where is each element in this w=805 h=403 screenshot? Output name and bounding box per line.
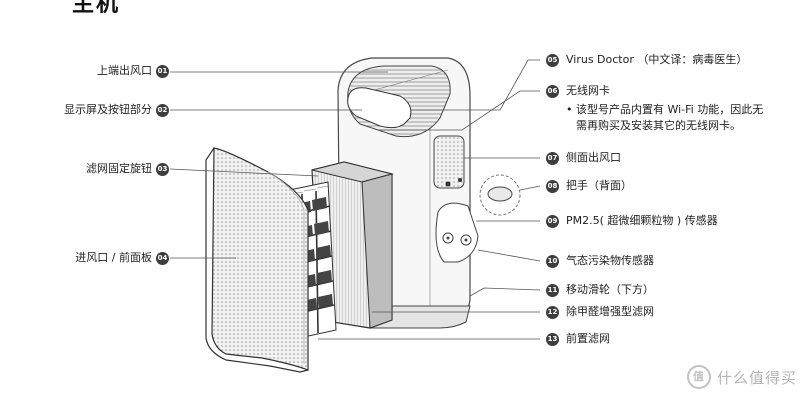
callout-09-badge: 09 [546, 215, 559, 228]
callout-12-label: 除甲醛增强型滤网 [566, 305, 654, 318]
callout-10-badge: 10 [546, 255, 559, 268]
callout-13-badge: 13 [546, 333, 559, 346]
watermark: 值 什么值得买 [686, 365, 797, 389]
callout-04-badge: 04 [156, 252, 169, 265]
leader-lines [169, 59, 541, 340]
callout-13-label: 前置滤网 [566, 332, 610, 345]
callout-12-badge: 12 [546, 306, 559, 319]
callout-04-label: 进风口 / 前面板 [75, 251, 152, 264]
front-panel [205, 147, 309, 373]
callout-05-label: Virus Doctor （中文译：病毒医生） [566, 53, 748, 66]
callout-06-badge: 06 [546, 85, 559, 98]
callout-11-label: 移动滑轮（下方） [566, 283, 654, 296]
callout-05-badge: 05 [546, 54, 559, 67]
callout-02-label: 显示屏及按钮部分 [64, 103, 152, 116]
callout-07-badge: 07 [546, 152, 559, 165]
callout-10-label: 气态污染物传感器 [566, 254, 654, 267]
wifi-note-line-2: 需再购买及安装其它的无线网卡。 [576, 119, 741, 132]
callout-07-label: 侧面出风口 [566, 151, 621, 164]
wifi-note: • 该型号产品内置有 Wi-Fi 功能，因此无 需再购买及安装其它的无线网卡。 [566, 102, 796, 134]
watermark-logo-icon: 值 [686, 365, 711, 389]
watermark-text: 什么值得买 [716, 368, 797, 387]
callout-03-label: 滤网固定旋钮 [86, 162, 152, 175]
callout-02-badge: 02 [156, 104, 169, 117]
page-title: 主机 [72, 0, 121, 17]
callout-08-badge: 08 [546, 180, 559, 193]
callout-09-label: PM2.5( 超微细颗粒物 ) 传感器 [566, 214, 718, 227]
callout-11-badge: 11 [546, 284, 559, 297]
callout-01-badge: 01 [156, 65, 169, 78]
purifier-body [337, 57, 521, 329]
callout-03-badge: 03 [156, 163, 169, 176]
callout-06-label: 无线网卡 [566, 84, 610, 97]
callout-08-label: 把手（背面） [566, 179, 632, 192]
callout-01-label: 上端出风口 [97, 64, 152, 77]
wifi-note-line-1: • 该型号产品内置有 Wi-Fi 功能，因此无 [566, 103, 764, 116]
